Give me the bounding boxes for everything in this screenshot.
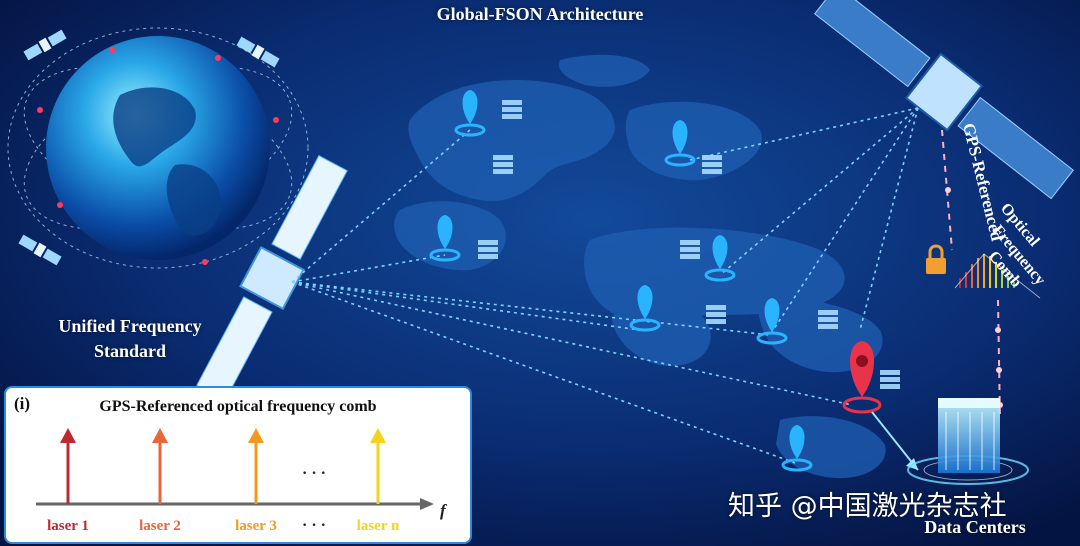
panel-label: (i): [14, 394, 31, 413]
inset-title: GPS-Referenced optical frequency comb: [99, 398, 377, 415]
laser-label-4: laser n: [357, 518, 400, 534]
label-line: Standard: [93, 341, 167, 361]
world-map: [394, 54, 886, 479]
lock-icon: [926, 244, 946, 274]
laser-labels: laser 1 laser 2 laser 3 laser n: [47, 518, 400, 534]
axis-arrow: [420, 498, 434, 510]
laser-lines: [60, 428, 386, 504]
mini-frequency-comb: [954, 253, 1041, 299]
laser-label-1: laser 1: [47, 518, 89, 534]
watermark: 知乎 @中国激光杂志社: [728, 491, 1007, 522]
laser-arrow-1: [60, 428, 76, 443]
laser-arrow-4: [370, 428, 386, 443]
ellipsis: · · ·: [302, 517, 326, 534]
highlight-location-pin-icon: [842, 341, 882, 414]
satellite-links: [291, 129, 853, 464]
laser-label-3: laser 3: [235, 518, 277, 534]
laser-arrow-2: [152, 428, 168, 443]
server-stack-icon: [478, 100, 900, 389]
ellipsis: · · ·: [302, 465, 326, 482]
laser-label-2: laser 2: [139, 518, 181, 534]
laser-arrow-3: [248, 428, 264, 443]
inset-panel: (i) GPS-Referenced optical frequency com…: [4, 386, 472, 544]
satellite-icon: [814, 0, 1074, 200]
gps-satellite-links: [689, 107, 919, 336]
data-center-icon: [907, 398, 1029, 485]
page-title: Global-FSON Architecture: [436, 4, 644, 24]
satellite-icon: [18, 29, 280, 266]
satellite-icon: [196, 155, 348, 401]
data-centers-label: Data Centers: [924, 517, 1026, 537]
axis-label: f: [440, 501, 448, 520]
location-pin-icon: [429, 90, 813, 472]
unified-frequency-standard-label: Unified Frequency Standard: [20, 314, 240, 364]
globe-icon: [7, 27, 309, 269]
to-datacenter-arrow: [871, 411, 919, 471]
label-line: Unified Frequency: [58, 316, 202, 336]
